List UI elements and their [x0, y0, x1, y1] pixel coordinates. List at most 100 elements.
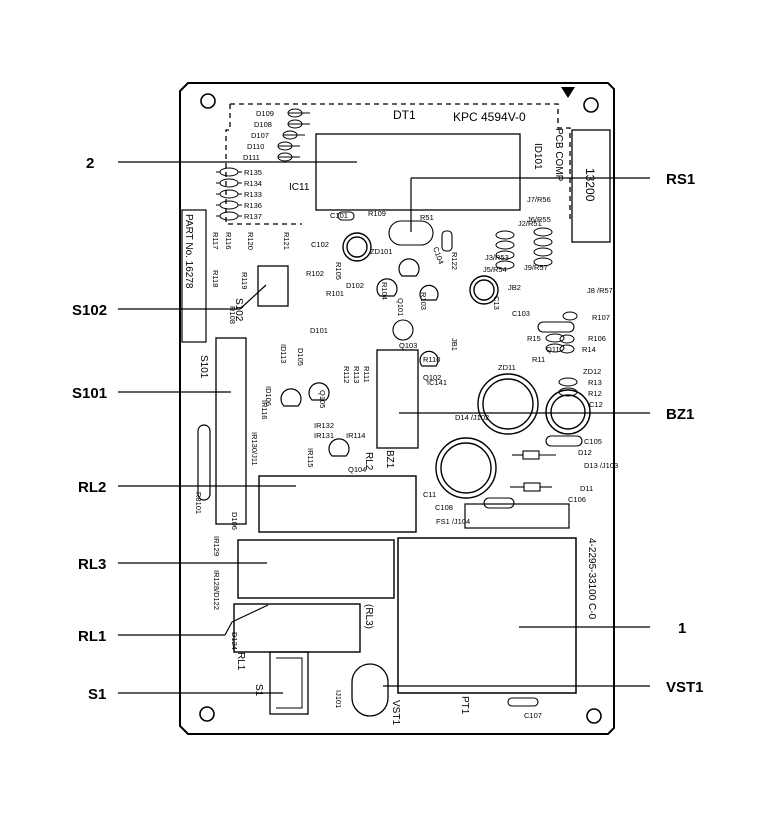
- j8-r57-label: J8 /R57: [587, 286, 613, 295]
- callout-s101: S101: [72, 385, 107, 402]
- jb1-label: JB1: [450, 338, 459, 351]
- vst1-varistor: [351, 663, 389, 717]
- j5-r54-label: J5/R54: [483, 265, 507, 274]
- r120-label: R120: [246, 232, 255, 250]
- q11-label: Q11: [546, 345, 560, 354]
- callout-s1: S1: [88, 686, 106, 703]
- c104-label: C104: [431, 246, 446, 266]
- rl1-relay: [233, 603, 361, 653]
- callout-rs1: RS1: [666, 171, 695, 188]
- part-number-label: PART No. 16278: [183, 214, 194, 289]
- r118-label: R118: [211, 270, 220, 287]
- d105-label: D105: [296, 348, 305, 366]
- id113-label: ID113: [279, 344, 288, 363]
- ir115-label: IR115: [306, 448, 315, 467]
- c101-label: C101: [330, 211, 348, 220]
- d110-label: D110: [247, 142, 264, 151]
- callout-rl1: RL1: [78, 628, 106, 645]
- c13-label: C13: [492, 296, 501, 310]
- d12-label: D12: [578, 448, 592, 457]
- c12-label: C12: [589, 400, 603, 409]
- ir129-label: IR129: [212, 536, 221, 556]
- code-13200-label: 13200: [583, 168, 597, 202]
- d102-label: D102: [346, 281, 364, 290]
- r11-label: R11: [532, 355, 545, 364]
- s1-connector: [269, 651, 309, 715]
- dt1-part-number: KPC 4594V-0: [453, 110, 526, 124]
- q103-label: Q103: [399, 341, 417, 350]
- r15-label: R15: [527, 334, 541, 343]
- c102-label: C102: [311, 240, 329, 249]
- r117-label: R117: [211, 232, 220, 249]
- d124-label: D124: [230, 632, 239, 650]
- r101-label: R101: [326, 289, 344, 298]
- callout-bz1: BZ1: [666, 406, 694, 423]
- r113-label: R113: [352, 366, 361, 383]
- r108-label: R108: [228, 306, 237, 324]
- s1-board-label: S1: [253, 684, 264, 697]
- transistors: [280, 258, 439, 457]
- c107-body: [507, 697, 539, 707]
- orientation-marker-icon: [561, 87, 575, 98]
- rl2-relay: [258, 475, 417, 533]
- r133-label: R133: [244, 190, 262, 199]
- q105-label: Q105: [318, 390, 327, 408]
- fs1-fuse: [464, 503, 570, 529]
- ir128-label: IR128/D122: [212, 570, 221, 610]
- bz1-buzzer: [376, 349, 419, 449]
- rl3-relay: [237, 539, 395, 599]
- d109-label: D109: [256, 109, 274, 118]
- board-outline: [179, 82, 615, 735]
- c105-label: C105: [584, 437, 602, 446]
- ic11-outline: [315, 133, 521, 211]
- callout-vst1: VST1: [666, 679, 704, 696]
- ij101-label: IJ101: [334, 690, 343, 708]
- s1-connector-detail: [276, 657, 303, 709]
- callout-s102: S102: [72, 302, 107, 319]
- id106-label: ID106: [264, 386, 273, 406]
- s102-switch: [257, 265, 289, 307]
- r109-label: R109: [368, 209, 386, 218]
- r103-label: R103: [419, 292, 428, 310]
- board-number-label: 4-2295-33100 C-0: [586, 538, 597, 620]
- pt1-label: PT1: [459, 696, 470, 715]
- c108-label: C108: [435, 503, 453, 512]
- j3-r53-label: J3/R53: [485, 253, 509, 262]
- d101-label: D101: [310, 326, 328, 335]
- zd101-label: ZD101: [370, 247, 393, 256]
- j7-r56-label: J7/R56: [527, 195, 551, 204]
- rectifier-diodes: [510, 450, 556, 492]
- s102-label: S102: [233, 298, 244, 322]
- r116-label: R116: [224, 232, 233, 249]
- ir116-label: IR116: [260, 400, 269, 419]
- zd11-label: ZD11: [498, 363, 516, 372]
- id101-label: ID101: [532, 143, 543, 170]
- rl3-board-label: (RL3): [363, 604, 374, 629]
- dt1-dashed-outline: [225, 103, 571, 225]
- d14-label: D14 /J102: [455, 413, 489, 422]
- part-number-box: [181, 209, 207, 343]
- r106-label: R106: [588, 334, 606, 343]
- jumper-resistor-groups: [495, 227, 578, 397]
- vst1-board-label: VST1: [390, 700, 401, 725]
- r104-label: R104: [380, 282, 389, 300]
- c103-label: C103: [512, 309, 530, 318]
- ic141-label: IC141: [427, 378, 447, 387]
- left-resistor-column: [216, 167, 242, 221]
- callout-lines: [118, 161, 650, 694]
- ir114-label: IR114: [346, 431, 365, 440]
- s101-switch: [215, 337, 247, 525]
- r135-label: R135: [244, 168, 262, 177]
- rl2-board-label: RL2: [363, 452, 374, 471]
- d107-label: D107: [251, 131, 269, 140]
- q101-label: Q101: [396, 298, 405, 316]
- r122-label: R122: [450, 252, 459, 270]
- j9-r57-label: J9/R57: [524, 263, 548, 272]
- r134-label: R134: [244, 179, 262, 188]
- j6-r55-label: J6/R55: [527, 215, 551, 224]
- callout-rl2: RL2: [78, 479, 106, 496]
- callout-rl3: RL3: [78, 556, 106, 573]
- ir132-label: IR132: [314, 421, 334, 430]
- r137-label: R137: [244, 212, 262, 221]
- d111-label: D111: [243, 153, 260, 162]
